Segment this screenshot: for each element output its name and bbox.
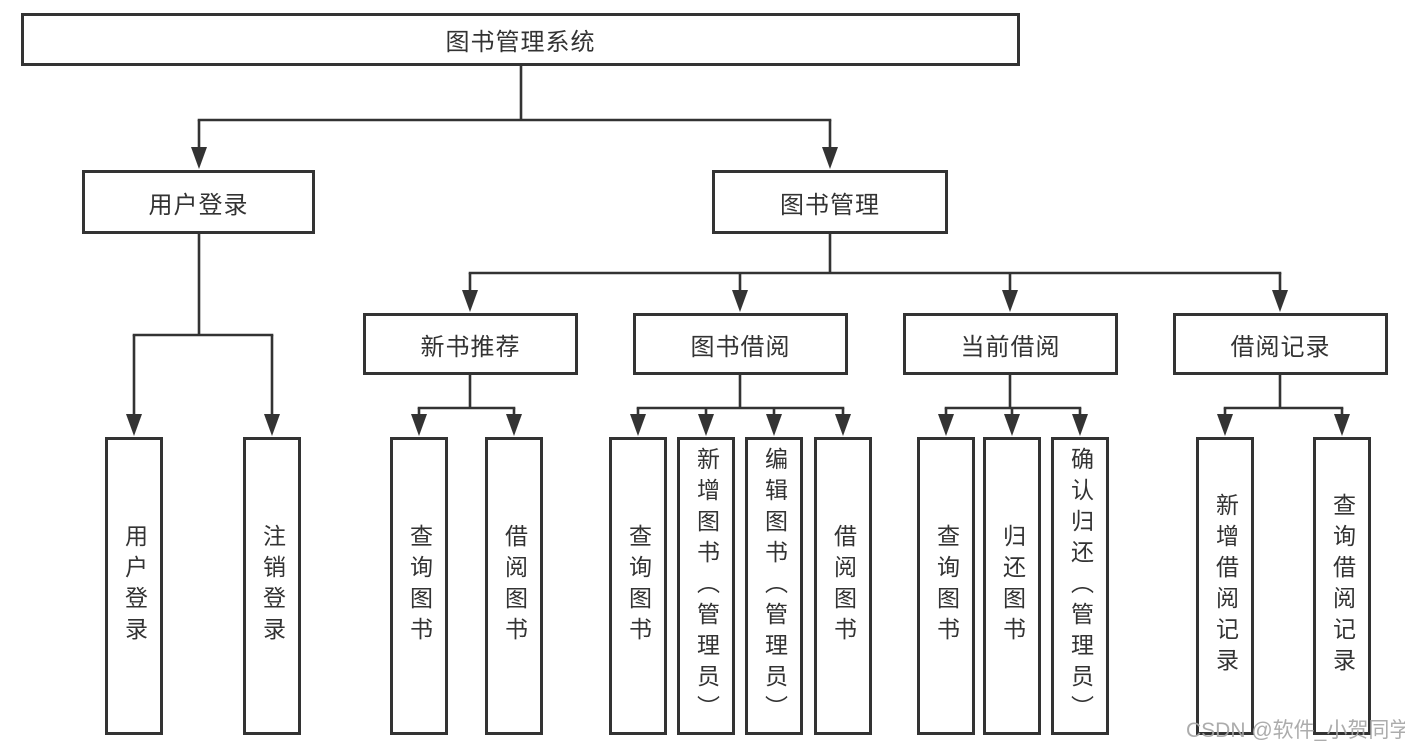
leaf-query-borrow-record: 查询借阅记录 — [1313, 437, 1371, 735]
leaf-borrow-books-recommend: 借阅图书 — [485, 437, 543, 735]
leaf-label: 借阅图书 — [501, 524, 528, 648]
arrowhead — [1217, 414, 1233, 436]
leaf-confirm-return-admin: 确认归还（管理员） — [1051, 437, 1109, 735]
arrowhead — [822, 147, 838, 169]
arrowhead — [1334, 414, 1350, 436]
arrowhead — [191, 147, 207, 169]
arrowhead — [264, 414, 280, 436]
node-current-borrow: 当前借阅 — [903, 313, 1118, 375]
leaf-query-books-current: 查询图书 — [917, 437, 975, 735]
arrowhead — [630, 414, 646, 436]
arrowhead — [1002, 290, 1018, 312]
leaf-label: 查询借阅记录 — [1329, 493, 1356, 679]
leaf-label: 借阅图书 — [830, 524, 857, 648]
node-library-management-system: 图书管理系统 — [21, 13, 1020, 66]
node-new-book-recommend: 新书推荐 — [363, 313, 578, 375]
leaf-label: 查询图书 — [406, 524, 433, 648]
leaf-edit-book-admin: 编辑图书（管理员） — [745, 437, 803, 735]
leaf-label: 新增借阅记录 — [1212, 493, 1239, 679]
arrowhead — [766, 414, 782, 436]
leaf-label: 查询图书 — [933, 524, 960, 648]
node-borrow-records: 借阅记录 — [1173, 313, 1388, 375]
arrowhead — [411, 414, 427, 436]
arrowhead — [1072, 414, 1088, 436]
arrowhead — [835, 414, 851, 436]
leaf-borrow-books: 借阅图书 — [814, 437, 872, 735]
arrowhead — [462, 290, 478, 312]
node-user-login: 用户登录 — [82, 170, 315, 234]
leaf-return-book: 归还图书 — [983, 437, 1041, 735]
arrowhead — [506, 414, 522, 436]
leaf-add-borrow-record: 新增借阅记录 — [1196, 437, 1254, 735]
leaf-label: 查询图书 — [625, 524, 652, 648]
arrowhead — [938, 414, 954, 436]
arrowhead — [1004, 414, 1020, 436]
watermark: CSDN @软件_小贺同学 — [1186, 719, 1405, 742]
leaf-query-books-recommend: 查询图书 — [390, 437, 448, 735]
leaf-query-books-borrow: 查询图书 — [609, 437, 667, 735]
arrowhead — [1272, 290, 1288, 312]
leaf-logout: 注销登录 — [243, 437, 301, 735]
leaf-label: 注销登录 — [259, 524, 286, 648]
arrowhead — [698, 414, 714, 436]
leaf-user-login: 用户登录 — [105, 437, 163, 735]
leaf-label: 编辑图书（管理员） — [761, 446, 788, 726]
leaf-label: 归还图书 — [999, 524, 1026, 648]
leaf-add-book-admin: 新增图书（管理员） — [677, 437, 735, 735]
leaf-label: 新增图书（管理员） — [693, 446, 720, 726]
arrowhead — [732, 290, 748, 312]
arrowhead — [126, 414, 142, 436]
leaf-label: 用户登录 — [121, 524, 148, 648]
node-book-borrow: 图书借阅 — [633, 313, 848, 375]
node-book-management: 图书管理 — [712, 170, 948, 234]
leaf-label: 确认归还（管理员） — [1067, 446, 1094, 726]
